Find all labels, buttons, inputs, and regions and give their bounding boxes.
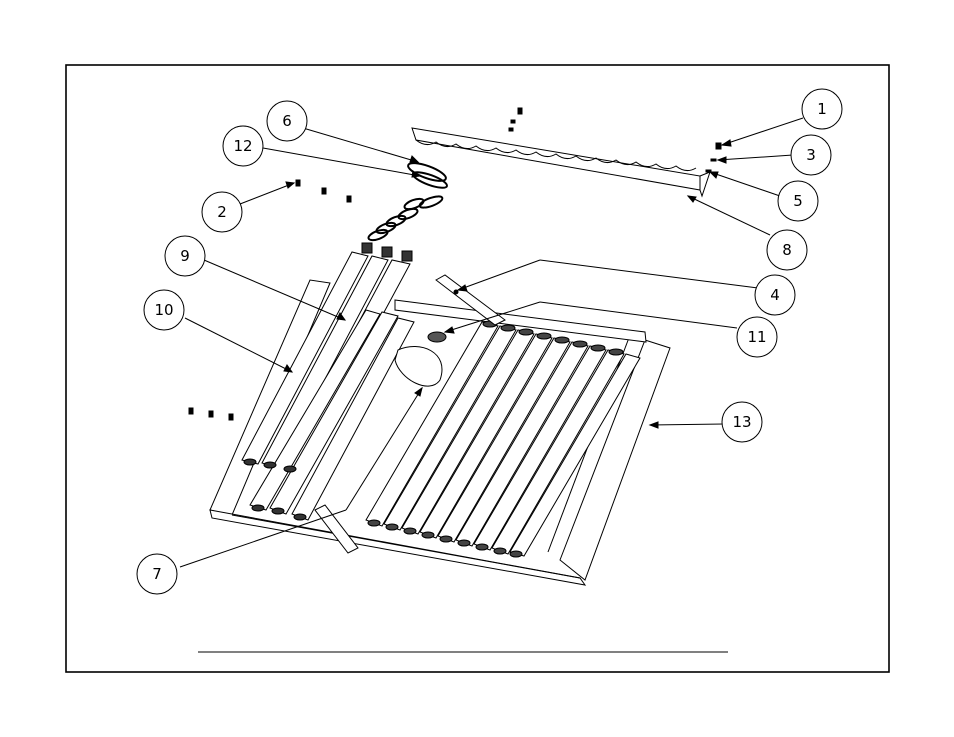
callout-11: 11: [737, 317, 777, 357]
pulley: [428, 332, 446, 342]
callout-8-label: 8: [782, 241, 792, 259]
belt-loop: [395, 347, 442, 387]
callout-13: 13: [722, 402, 762, 442]
bracket-bottom: [315, 505, 358, 553]
callout-4: 4: [755, 275, 795, 315]
o-rings: [367, 160, 448, 243]
callout-1-label: 1: [817, 100, 827, 118]
roller-assembly: [210, 243, 670, 585]
callout-2-label: 2: [217, 203, 227, 221]
callout-5-label: 5: [793, 192, 803, 210]
callout-9-label: 9: [180, 247, 190, 265]
callout-1: 1: [802, 89, 842, 129]
callout-6-label: 6: [282, 112, 292, 130]
callout-5: 5: [778, 181, 818, 221]
callout-8: 8: [767, 230, 807, 270]
callout-11-label: 11: [747, 328, 766, 346]
callout-13-label: 13: [732, 413, 751, 431]
callout-2: 2: [202, 192, 242, 232]
callout-10-label: 10: [154, 301, 173, 319]
callout-4-label: 4: [770, 286, 780, 304]
callout-6: 6: [267, 101, 307, 141]
callout-9: 9: [165, 236, 205, 276]
callout-3-label: 3: [806, 146, 816, 164]
callout-12: 12: [223, 126, 263, 166]
callout-7: 7: [137, 554, 177, 594]
callout-7-label: 7: [152, 565, 162, 583]
callout-3: 3: [791, 135, 831, 175]
callout-12-label: 12: [233, 137, 252, 155]
top-cover: [412, 128, 710, 196]
callout-10: 10: [144, 290, 184, 330]
